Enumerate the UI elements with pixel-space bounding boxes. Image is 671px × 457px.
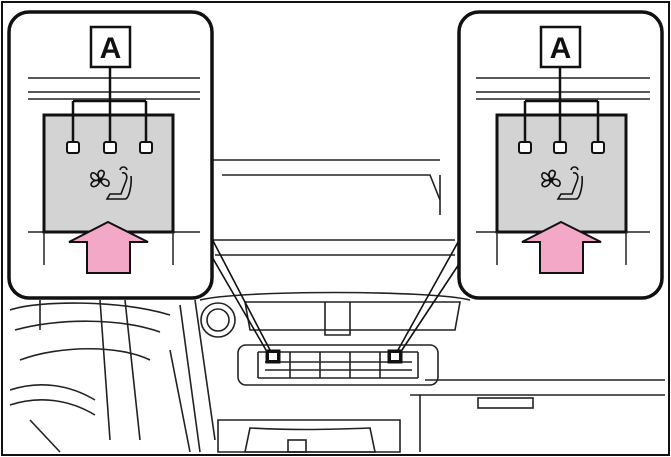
indicator-light-icon (66, 141, 80, 154)
left-label-A: A (100, 32, 122, 65)
right-label-A: A (550, 32, 572, 65)
right-control-panel (495, 113, 628, 234)
fan-seat-ventilation-icon (90, 166, 132, 200)
dashboard (9, 159, 665, 453)
indicator-light-icon (103, 141, 117, 154)
right-switch-inner (391, 353, 399, 360)
press-arrow-icon (68, 220, 149, 274)
press-arrow-icon (521, 220, 602, 274)
left-control-panel (42, 113, 175, 234)
right-label-box (539, 25, 582, 69)
right-callout: A (457, 10, 664, 300)
indicator-light-icon (139, 141, 153, 154)
steering-wheel (9, 299, 171, 453)
round-knob (200, 302, 236, 338)
fan-seat-ventilation-icon (541, 166, 583, 200)
left-callout: A (7, 10, 214, 300)
indicator-light-icon (518, 141, 532, 154)
climate-control-strip (237, 344, 439, 386)
indicator-light-icon (553, 141, 567, 154)
leader-lines (207, 234, 466, 351)
indicator-light-icon (591, 141, 605, 154)
left-switch-inner (269, 353, 277, 360)
